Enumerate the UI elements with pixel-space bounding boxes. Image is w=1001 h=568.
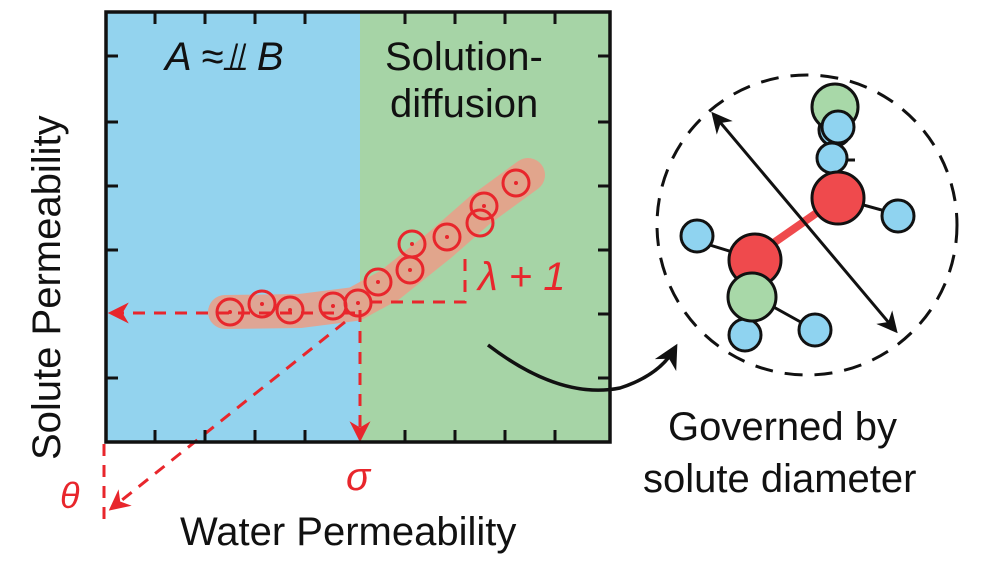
sigma-label: σ [346,455,372,499]
data-point [501,168,531,198]
hydrogen-atom [880,198,916,234]
connector-arrow [486,343,678,392]
data-point [432,222,462,252]
left-region-label: A ≈⫫ B [163,35,284,79]
caption-line1: Governed by [668,405,897,449]
molecule-boundary [655,73,959,377]
hydrogen-atom [797,312,833,348]
heavy-atom [810,170,866,226]
x-axis-label: Water Permeability [180,510,516,554]
data-point [465,208,495,238]
y-axis-label: Solute Permeability [25,115,69,460]
caption-line2: solute diameter [643,457,916,501]
hydrogen-atom [820,109,856,145]
extrapolation-arrow [108,320,346,511]
hydrogen-atom [679,218,715,254]
data-point [247,289,277,319]
theta-label: θ [60,475,80,516]
red-dashed-guides [102,250,467,520]
plot-frame [104,10,612,444]
axis-ticks [106,12,610,442]
molecule-illustration [655,73,959,377]
slope-triangle [370,250,467,304]
data-point [469,191,499,221]
slope-label: λ + 1 [476,255,566,299]
data-point [275,295,305,325]
right-region-label-line2: diffusion [390,82,538,126]
data-point [397,229,427,259]
substituent-atom [726,271,778,323]
data-point [363,267,393,297]
hydrogen-atom [815,141,849,175]
hydrogen-atom [727,317,763,353]
entropy-enthalpy-region [106,12,360,442]
right-region-label-line1: Solution- [385,35,543,79]
diameter-arrow [711,111,898,334]
data-point-centers [228,181,518,314]
